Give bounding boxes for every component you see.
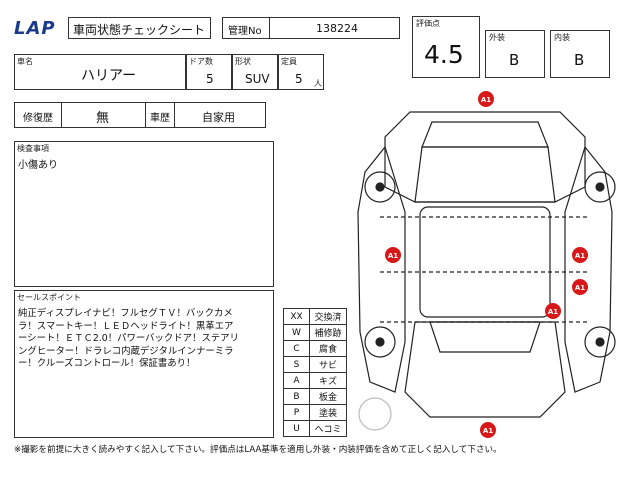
- mgmt-no: 138224: [316, 22, 358, 35]
- car-right-side: [564, 145, 613, 393]
- wheel-hub: [375, 182, 385, 192]
- repair-label-box: 修復歴: [14, 102, 62, 128]
- sales-line: ーシート！ＥＴＣ2.0！パワーバックドア！ステアリ: [18, 333, 239, 344]
- sales-label: セールスポイント: [17, 293, 81, 302]
- legend-meaning: 交換済: [309, 308, 347, 325]
- sales-line: 純正ディスプレイナビ！フルセグＴＶ！バックカメ: [18, 308, 233, 319]
- wheel-front-right: [584, 171, 616, 203]
- car-hood: [414, 146, 556, 203]
- legend-code: S: [283, 356, 310, 373]
- use-label-box: 車歴: [145, 102, 175, 128]
- car-diagram: [357, 111, 616, 431]
- legend-meaning: ヘコミ: [309, 420, 347, 437]
- damage-marker-label: A1: [388, 252, 398, 260]
- inspection-box: 検査事項 小傷あり: [14, 141, 274, 287]
- legend-code: B: [283, 388, 310, 405]
- mgmt-label-box: 管理No: [222, 17, 270, 39]
- interior-score-box: 内装 B: [550, 30, 610, 78]
- use-value-box: 自家用: [174, 102, 266, 128]
- damage-marker: A1: [480, 422, 496, 438]
- car-cabin: [419, 206, 551, 318]
- sheet-title: 車両状態チェックシート: [73, 23, 206, 37]
- use-label: 車歴: [150, 113, 170, 124]
- damage-marker-label: A1: [481, 96, 491, 104]
- doors-value: 5: [206, 72, 214, 86]
- damage-marker: A1: [572, 247, 588, 263]
- car-name-label: 車名: [17, 57, 33, 66]
- car-name: ハリアー: [81, 68, 137, 84]
- car-roof-outline: [384, 111, 586, 203]
- shape-label: 形状: [235, 57, 251, 66]
- exterior-score-box: 外装 B: [485, 30, 545, 78]
- shape-box: 形状 SUV: [232, 54, 278, 90]
- sales-line: ラ！スマートキー！ＬＥＤヘッドライト！黒革エア: [18, 320, 234, 332]
- wheel-hub: [375, 337, 385, 347]
- capacity-value: 5: [295, 72, 303, 86]
- damage-marker: A1: [545, 303, 561, 319]
- inspection-label: 検査事項: [17, 144, 49, 153]
- doors-label: ドア数: [189, 57, 213, 66]
- shape-value: SUV: [245, 72, 270, 86]
- sales-line: ー！クルーズコントロール！保証書あり！: [18, 358, 196, 369]
- damage-marker: A1: [385, 247, 401, 263]
- lap-logo: LAP: [14, 18, 56, 39]
- damage-marker-label: A1: [575, 284, 585, 292]
- car-name-box: 車名 ハリアー: [14, 54, 186, 90]
- repair-label: 修復歴: [23, 113, 53, 124]
- legend-meaning: 塗装: [309, 404, 347, 421]
- damage-marker: A1: [572, 279, 588, 295]
- interior-score: B: [574, 51, 585, 69]
- exterior-score-label: 外装: [489, 33, 505, 42]
- wheel-rear-left: [364, 326, 396, 358]
- legend-code: U: [283, 420, 310, 437]
- repair-value-box: 無: [61, 102, 146, 128]
- legend-meaning: 補修跡: [309, 324, 347, 341]
- legend-code: P: [283, 404, 310, 421]
- interior-score-label: 内装: [554, 33, 570, 42]
- sales-box: セールスポイント 純正ディスプレイナビ！フルセグＴＶ！バックカメ ラ！スマートキ…: [14, 290, 274, 438]
- legend-meaning: 板金: [309, 388, 347, 405]
- footer-note: ※撮影を前提に大きく読みやすく記入して下さい。評価点はLAA基準を適用し外装・内…: [14, 445, 502, 455]
- car-rear-window: [429, 321, 541, 353]
- overall-score-box: 評価点 4.5: [412, 16, 480, 78]
- mgmt-no-box: 138224: [269, 17, 400, 39]
- damage-marker-label: A1: [548, 308, 558, 316]
- overall-score-label: 評価点: [416, 19, 440, 28]
- capacity-unit: 人: [314, 79, 322, 88]
- inspection-text: 小傷あり: [18, 160, 58, 171]
- legend-code: A: [283, 372, 310, 389]
- capacity-box: 定員 5 人: [278, 54, 324, 90]
- legend-meaning: 腐食: [309, 340, 347, 357]
- legend-code: XX: [283, 308, 310, 325]
- use-value: 自家用: [202, 111, 235, 124]
- legend-code: W: [283, 324, 310, 341]
- spare-tire-icon: [358, 397, 392, 431]
- wheel-hub: [595, 337, 605, 347]
- legend-meaning: キズ: [309, 372, 347, 389]
- sales-text: 純正ディスプレイナビ！フルセグＴＶ！バックカメ ラ！スマートキー！ＬＥＤヘッドラ…: [18, 308, 239, 371]
- sales-line: ングヒーター！ドラレコ内蔵デジタルインナーミラ: [18, 345, 234, 357]
- damage-marker-label: A1: [575, 252, 585, 260]
- capacity-label: 定員: [281, 57, 297, 66]
- legend-code: C: [283, 340, 310, 357]
- damage-marker-label: A1: [483, 427, 493, 435]
- repair-value: 無: [96, 111, 110, 126]
- car-windshield: [421, 121, 549, 148]
- wheel-hub: [595, 182, 605, 192]
- legend-meaning: サビ: [309, 356, 347, 373]
- car-rear-body: [404, 321, 566, 418]
- wheel-rear-right: [584, 326, 616, 358]
- doors-box: ドア数 5: [186, 54, 232, 90]
- car-left-side: [357, 145, 406, 393]
- exterior-score: B: [509, 51, 520, 69]
- sheet-title-box: 車両状態チェックシート: [68, 17, 211, 39]
- damage-marker: A1: [478, 91, 494, 107]
- wheel-front-left: [364, 171, 396, 203]
- overall-score: 4.5: [424, 40, 464, 69]
- mgmt-label: 管理No: [228, 26, 262, 37]
